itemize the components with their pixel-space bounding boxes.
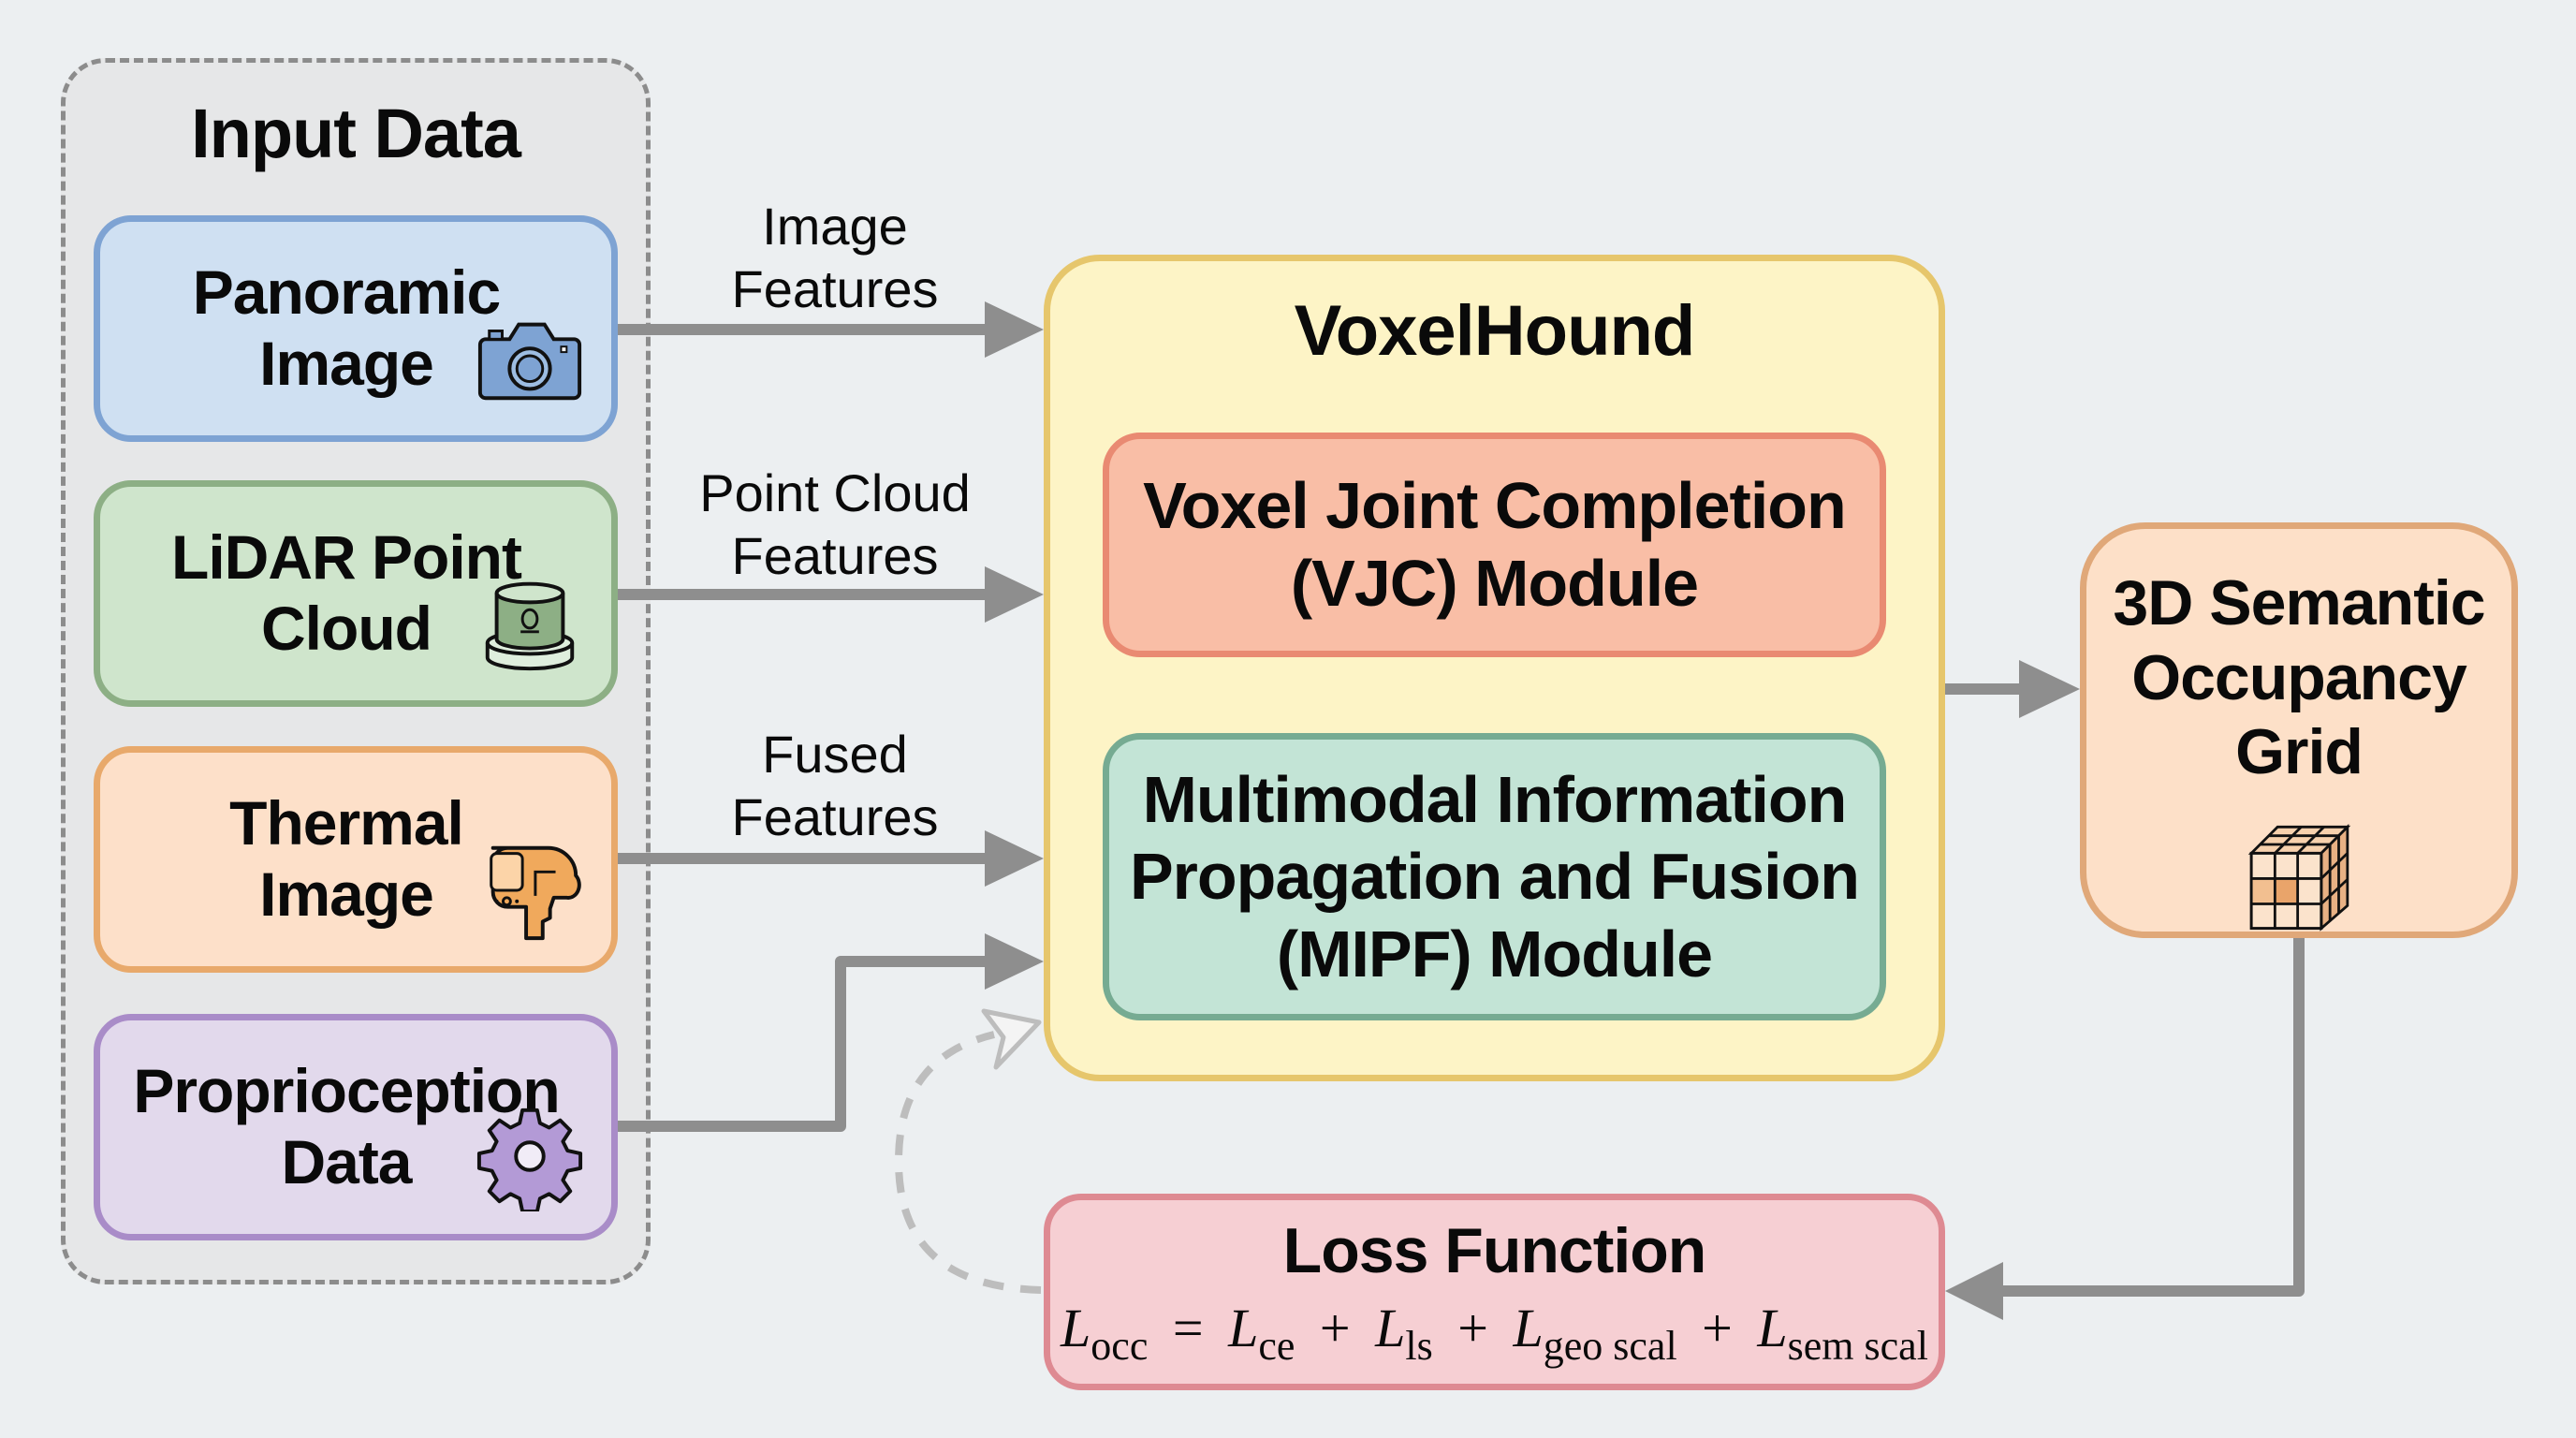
thermal-image-node[interactable]: Thermal Image <box>94 746 618 973</box>
formula-term-sub: ls <box>1405 1323 1433 1369</box>
fused-features-label: Fused Features <box>731 725 939 847</box>
formula-term-sub: ce <box>1258 1323 1295 1369</box>
point-cloud-features-label: Point Cloud Features <box>699 463 971 586</box>
formula-term-symbol: L <box>1757 1298 1788 1358</box>
arrowhead <box>2019 660 2080 718</box>
proprioception-data-node[interactable]: Proprioception Data <box>94 1014 618 1240</box>
thermal-camera-icon <box>490 845 581 941</box>
panoramic-image-node[interactable]: Panoramic Image <box>94 215 618 442</box>
input-data-title: Input Data <box>191 95 521 172</box>
thermal-image-label: Thermal Image <box>229 788 464 929</box>
formula-equals: = <box>1172 1298 1204 1358</box>
loss-function-node[interactable]: Loss Function Locc = Lce + Lls + Lgeo sc… <box>1044 1194 1945 1390</box>
mipf-module-label: Multimodal Information Propagation and F… <box>1129 762 1860 990</box>
mipf-module[interactable]: Multimodal Information Propagation and F… <box>1103 733 1886 1020</box>
loss-formula: Locc = Lce + Lls + Lgeo scal + Lsem scal <box>1061 1297 1928 1370</box>
voxelhound-title: VoxelHound <box>1294 291 1696 371</box>
lidar-point-cloud-label: LiDAR Point Cloud <box>171 522 522 663</box>
lidar-point-cloud-node[interactable]: LiDAR Point Cloud <box>94 480 618 707</box>
vjc-module[interactable]: Voxel Joint Completion (VJC) Module <box>1103 433 1886 657</box>
arrowhead <box>985 301 1044 358</box>
feedback-arrowhead <box>981 1008 1042 1070</box>
semantic-occupancy-grid-label: 3D Semantic Occupancy Grid <box>2113 567 2485 788</box>
formula-lhs-symbol: L <box>1061 1298 1091 1358</box>
formula-plus: + <box>1319 1298 1351 1358</box>
image-features-label: Image Features <box>731 197 939 319</box>
arrowhead <box>985 933 1044 990</box>
formula-plus: + <box>1457 1298 1488 1358</box>
loss-function-title: Loss Function <box>1282 1215 1707 1286</box>
formula-term-sub: geo scal <box>1543 1323 1677 1369</box>
formula-lhs-sub: occ <box>1090 1323 1149 1369</box>
proprioception-data-label: Proprioception Data <box>133 1056 560 1196</box>
camera-icon <box>477 322 582 401</box>
formula-term-sub: sem scal <box>1787 1323 1928 1369</box>
semantic-occupancy-grid-node[interactable]: 3D Semantic Occupancy Grid <box>2080 522 2518 938</box>
formula-term-symbol: L <box>1513 1298 1544 1358</box>
arrowhead <box>985 566 1044 623</box>
lidar-sensor-icon <box>485 581 575 671</box>
arrowhead <box>985 830 1044 887</box>
arrowhead <box>1945 1262 2003 1320</box>
formula-term-symbol: L <box>1228 1298 1259 1358</box>
feedback-dashed-arrow <box>894 1031 1042 1294</box>
voxel-grid-icon <box>2247 823 2350 932</box>
gear-icon <box>476 1108 583 1211</box>
proprioception-arrow <box>618 956 992 1132</box>
formula-plus: + <box>1702 1298 1733 1358</box>
occupancy-to-loss-arrow <box>2003 938 2305 1297</box>
vjc-module-label: Voxel Joint Completion (VJC) Module <box>1143 469 1847 620</box>
formula-term-symbol: L <box>1375 1298 1406 1358</box>
panoramic-image-label: Panoramic Image <box>192 257 501 398</box>
